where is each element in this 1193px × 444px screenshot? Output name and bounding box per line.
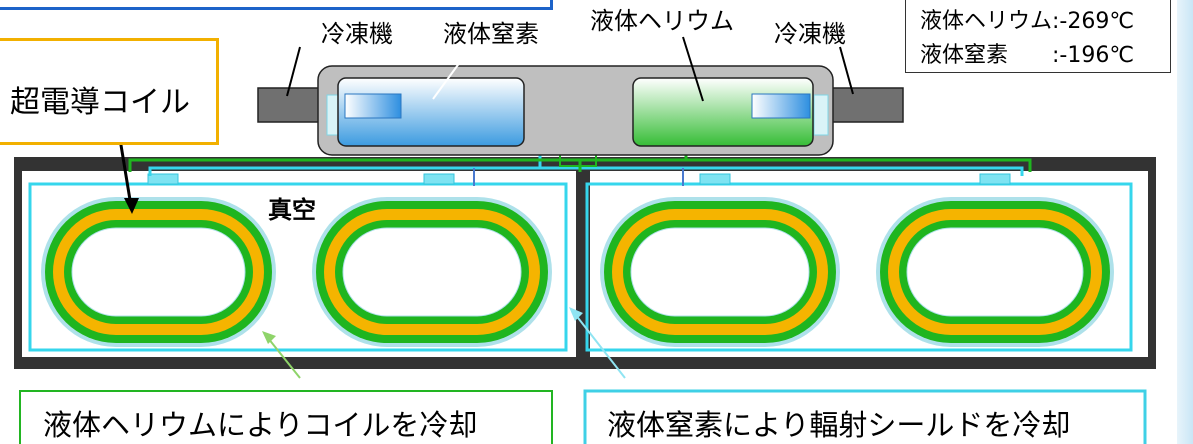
right-edge-strip bbox=[1177, 0, 1193, 444]
pointer-arrows bbox=[118, 36, 854, 379]
temp-row-helium: 液体ヘリウム:-269℃ bbox=[920, 3, 1134, 35]
superconducting-coil-label-box: 超電導コイル bbox=[0, 38, 219, 145]
top-banner-edge bbox=[0, 0, 553, 10]
temp-helium-value: :-269℃ bbox=[1052, 9, 1135, 34]
label-refrigerator-right: 冷凍機 bbox=[774, 20, 846, 48]
temp-helium-name: 液体ヘリウム bbox=[920, 9, 1053, 34]
label-liquid-nitrogen: 液体窒素 bbox=[443, 20, 539, 48]
temp-nitrogen-name: 液体窒素 bbox=[920, 43, 1009, 68]
coil-2 bbox=[312, 197, 552, 347]
label-liquid-helium: 液体ヘリウム bbox=[590, 7, 734, 35]
liquid-nitrogen-tank bbox=[337, 77, 525, 147]
caption-nitrogen-text: 液体窒素により輻射シールドを冷却 bbox=[607, 408, 1071, 442]
label-refrigerator-left: 冷凍機 bbox=[321, 20, 393, 48]
cooling-pipes bbox=[128, 134, 1032, 186]
coil-1 bbox=[41, 197, 276, 347]
label-superconducting-coil: 超電導コイル bbox=[10, 85, 190, 120]
coil-3 bbox=[600, 197, 840, 347]
liquid-helium-tank bbox=[632, 77, 814, 147]
label-vacuum: 真空 bbox=[268, 196, 316, 224]
caption-nitrogen-cooling: 液体窒素により輻射シールドを冷却 bbox=[587, 392, 1143, 444]
shield-ports bbox=[147, 173, 1011, 185]
caption-box-helium-border bbox=[19, 390, 553, 444]
caption-box-nitrogen-border bbox=[583, 389, 1147, 444]
temp-row-nitrogen: 液体窒素 :-196℃ bbox=[920, 37, 1134, 69]
temperature-legend: 液体ヘリウム:-269℃ 液体窒素 :-196℃ bbox=[905, 0, 1171, 73]
radiation-shield-left bbox=[28, 182, 568, 352]
temp-nitrogen-value: :-196℃ bbox=[1052, 43, 1135, 68]
caption-helium-cooling: 液体ヘリウムによりコイルを冷却 bbox=[21, 392, 551, 444]
coil-4 bbox=[876, 197, 1114, 347]
caption-helium-text: 液体ヘリウムによりコイルを冷却 bbox=[43, 408, 478, 442]
radiation-shield-right bbox=[585, 182, 1133, 352]
